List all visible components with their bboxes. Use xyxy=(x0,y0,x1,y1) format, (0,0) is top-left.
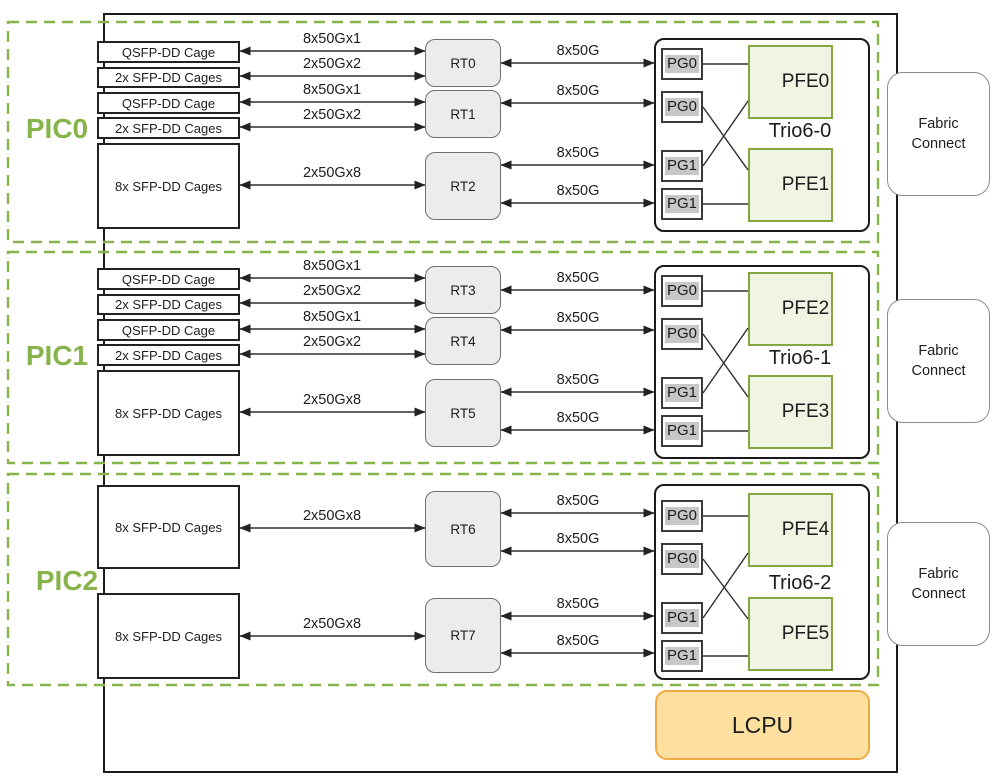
pfe5-box: PFE5 xyxy=(748,597,833,671)
pic2-rt6-block: RT6 xyxy=(425,491,501,567)
pic2-pg1-box-a: PG1 xyxy=(661,602,703,634)
pic2-pg1-box-b: PG1 xyxy=(661,640,703,672)
pic2-rt7-block: RT7 xyxy=(425,598,501,673)
pic2-cage-link-label: 2x50Gx8 xyxy=(302,616,362,632)
pic2-cage-8xsfp-1: 8x SFP-DD Cages xyxy=(97,485,240,569)
fabric-connect-box-0: Fabric Connect xyxy=(887,72,990,196)
pfe4-box: PFE4 xyxy=(748,493,833,567)
fabric-connect-box-2: Fabric Connect xyxy=(887,522,990,646)
pg-label: PG1 xyxy=(664,609,699,627)
trio6-2-label: Trio6-2 xyxy=(768,572,832,594)
pic2-rt-link-label: 8x50G xyxy=(556,531,600,547)
pic2-rt-link-label: 8x50G xyxy=(556,596,600,612)
pic2-pg0-box-a: PG0 xyxy=(661,500,703,532)
pg-label: PG0 xyxy=(664,550,699,568)
pic2-label: PIC2 xyxy=(35,565,99,596)
pic2-cage-link-label: 2x50Gx8 xyxy=(302,508,362,524)
pic2-rt-link-label: 8x50G xyxy=(556,633,600,649)
pg-label: PG1 xyxy=(664,647,699,665)
lcpu-box: LCPU xyxy=(655,690,870,760)
pg-label: PG0 xyxy=(664,507,699,525)
pic2-rt-link-label: 8x50G xyxy=(556,493,600,509)
fabric-connect-box-1: Fabric Connect xyxy=(887,299,990,423)
pic2-cage-8xsfp-2: 8x SFP-DD Cages xyxy=(97,593,240,679)
pic2-pg0-box-b: PG0 xyxy=(661,543,703,575)
